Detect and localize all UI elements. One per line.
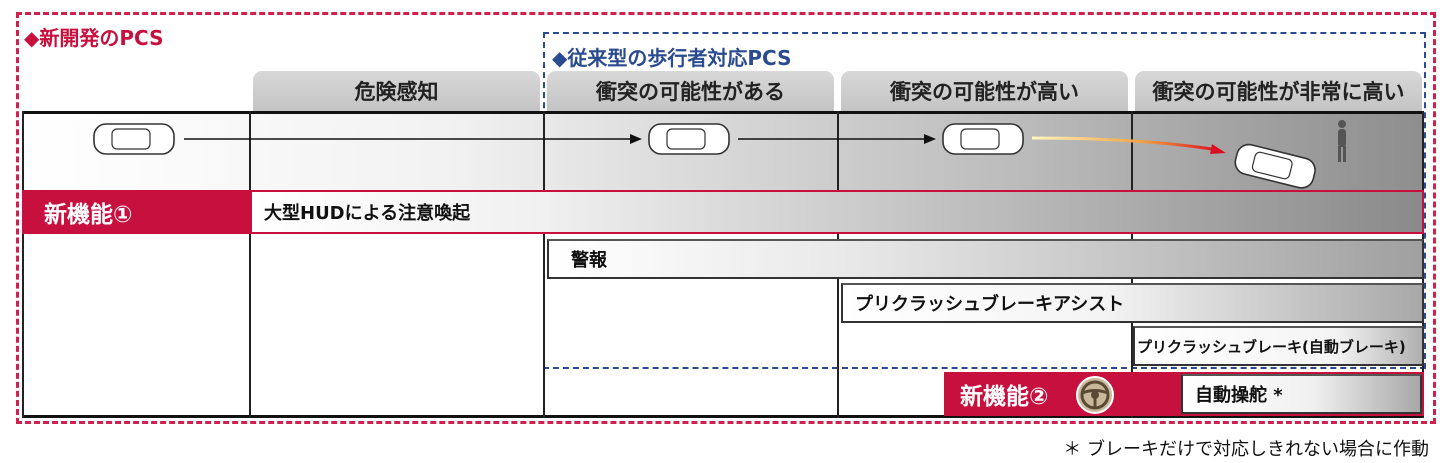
warning-label: 警報: [571, 250, 607, 271]
auto-steering-bar: 自動操舵 *: [1181, 374, 1422, 414]
hud-alert-label: 大型HUDによる注意喚起: [264, 203, 471, 224]
arrow-icon: [1210, 144, 1226, 154]
conventional-pcs-label: ◆従来型の歩行者対応PCS: [552, 46, 792, 70]
hud-alert-bar: 大型HUDによる注意喚起: [252, 192, 1422, 232]
scenario-illustration: [93, 120, 1346, 189]
column-divider: [249, 111, 251, 418]
car-icon: [1234, 143, 1316, 189]
pedestrian-icon: [1338, 120, 1346, 162]
phase-header-collision-possible: 衝突の可能性がある: [547, 71, 834, 111]
pre-crash-brake-bar: プリクラッシュブレーキ(自動ブレーキ): [1133, 326, 1424, 366]
phase-header-collision-very-likely: 衝突の可能性が非常に高い: [1135, 71, 1422, 111]
phase-header-danger-detection: 危険感知: [253, 71, 540, 111]
auto-steering-label: 自動操舵 *: [1195, 385, 1283, 406]
pre-crash-brake-assist-label: プリクラッシュブレーキアシスト: [855, 294, 1125, 315]
car-icon: [648, 123, 730, 155]
phase-header-collision-likely: 衝突の可能性が高い: [841, 71, 1128, 111]
steering-wheel-icon: [1076, 376, 1114, 414]
pre-crash-brake-assist-bar: プリクラッシュブレーキアシスト: [841, 283, 1424, 323]
arrow-icon: [630, 134, 642, 144]
column-divider: [22, 111, 24, 418]
car-icon: [93, 123, 175, 155]
car-icon: [942, 123, 1024, 155]
new-feature-2-label: 新機能②: [960, 384, 1049, 410]
footnote: ＊ ブレーキだけで対応しきれない場合に作動: [1063, 439, 1429, 460]
warning-bar: 警報: [547, 239, 1424, 279]
new-pcs-frame: [16, 12, 1436, 424]
arrow-icon: [924, 134, 936, 144]
new-pcs-label: ◆新開発のPCS: [24, 26, 164, 50]
column-divider: [543, 111, 545, 418]
pre-crash-brake-label: プリクラッシュブレーキ(自動ブレーキ): [1137, 337, 1406, 356]
new-feature-1-label: 新機能①: [22, 190, 250, 234]
timeline-table: [22, 111, 1424, 418]
